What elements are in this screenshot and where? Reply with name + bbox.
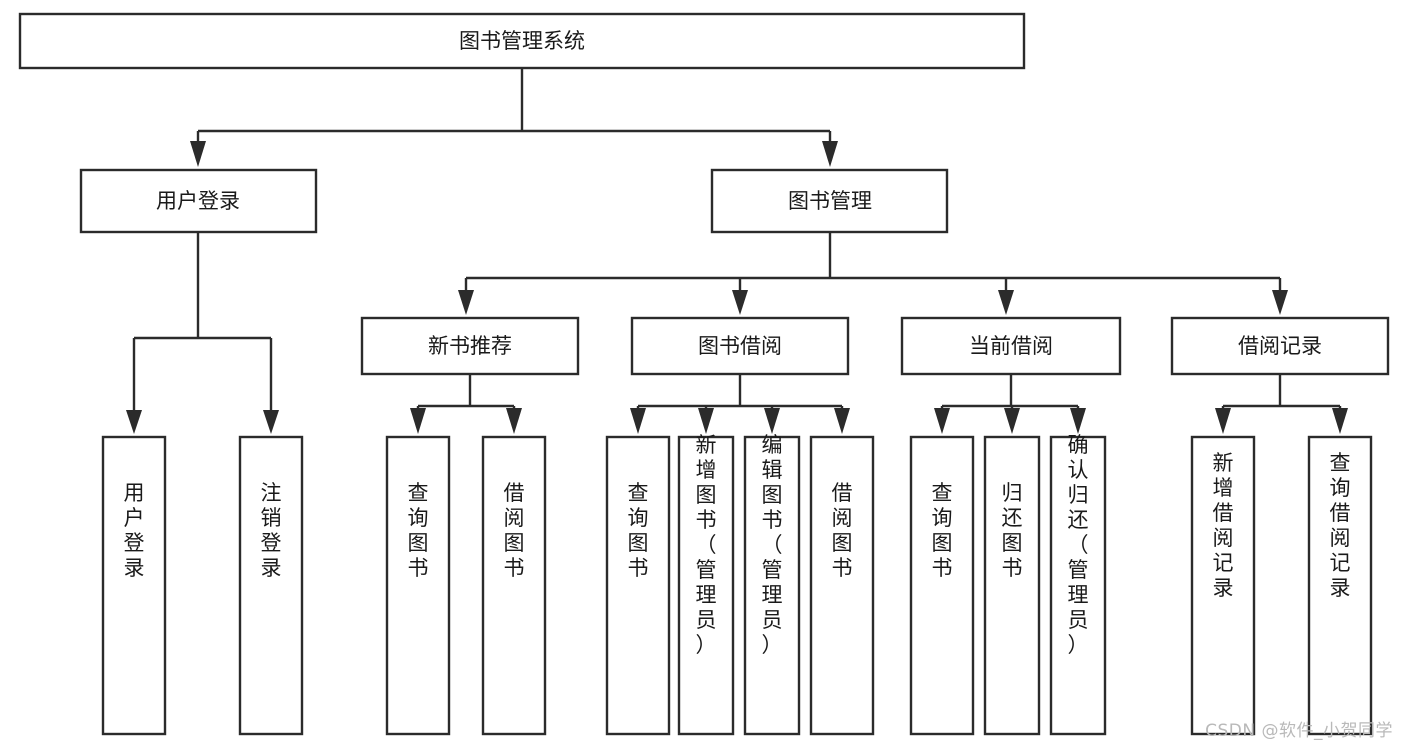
node-leaf-query-book-3[interactable]: 查询图书 [909,435,975,736]
node-leaf-query-book-2-label: 查询图书 [628,481,649,580]
node-leaf-query-record[interactable]: 查询借阅记录 [1307,435,1373,736]
node-leaf-add-record[interactable]: 新增借阅记录 [1190,435,1256,736]
node-book-borrow-label: 图书借阅 [698,334,782,358]
arrowhead-borrowbook1 [506,408,522,434]
node-current-borrow-box[interactable] [900,316,1122,376]
node-leaf-query-book-3-label: 查询图书 [932,481,953,580]
node-book-borrow[interactable]: 图书借阅 [630,316,850,376]
node-borrow-record-label: 借阅记录 [1238,334,1322,358]
node-borrow-record[interactable]: 借阅记录 [1170,316,1390,376]
arrowhead-addbook [698,408,714,434]
node-leaf-user-logout-label: 注销登录 [261,481,282,580]
node-leaf-borrow-book-1[interactable]: 借阅图书 [481,435,547,736]
edges-currentborrow-to-leaves [934,374,1086,434]
node-leaf-query-book-2[interactable]: 查询图书 [605,435,671,736]
arrowhead-querybook3 [934,408,950,434]
node-leaf-edit-book[interactable]: 编辑图书（管理员） [743,433,801,736]
node-user-login[interactable]: 用户登录 [79,168,318,234]
node-leaf-query-book-1-box[interactable] [385,435,451,736]
node-leaf-user-logout-box[interactable] [238,435,304,736]
node-leaf-user-logout[interactable]: 注销登录 [238,435,304,736]
node-leaf-return-book[interactable]: 归还图书 [983,435,1041,736]
node-new-book-rec[interactable]: 新书推荐 [360,316,580,376]
arrowhead-confirmreturn [1070,408,1086,434]
node-leaf-add-record-label: 新增借阅记录 [1213,451,1234,600]
node-new-book-rec-label: 新书推荐 [428,334,512,358]
node-leaf-query-record-box[interactable] [1307,435,1373,736]
arrowhead-querybook2 [630,408,646,434]
node-leaf-add-book[interactable]: 新增图书（管理员） [677,433,735,736]
node-leaf-query-book-1[interactable]: 查询图书 [385,435,451,736]
node-leaf-return-book-box[interactable] [983,435,1041,736]
arrowhead-borrowbook2 [834,408,850,434]
node-user-login-box[interactable] [79,168,318,234]
node-leaf-borrow-book-2-label: 借阅图书 [832,481,853,580]
node-new-book-rec-box[interactable] [360,316,580,376]
arrowhead-addrecord [1215,408,1231,434]
node-leaf-borrow-book-1-label: 借阅图书 [504,481,525,580]
node-leaf-borrow-book-1-box[interactable] [481,435,547,736]
node-root[interactable]: 图书管理系统 [18,12,1026,70]
node-leaf-query-book-1-label: 查询图书 [408,481,429,580]
edges-newbookrec-to-leaves [410,374,522,434]
node-leaf-edit-book-box[interactable] [743,435,801,736]
node-leaf-user-login-label: 用户登录 [124,481,145,580]
node-leaf-edit-book-label: 编辑图书（管理员） [762,433,783,657]
edges-bookmanage-to-level3 [458,232,1288,315]
arrowhead-borrowrecord [1272,290,1288,315]
node-current-borrow[interactable]: 当前借阅 [900,316,1122,376]
arrowhead-returnbook [1004,408,1020,434]
node-leaf-confirm-return-box[interactable] [1049,435,1107,736]
node-leaf-user-login-box[interactable] [101,435,167,736]
arrowhead-newbook [458,290,474,315]
node-root-label: 图书管理系统 [459,29,585,53]
arrowhead-querybook1 [410,408,426,434]
node-current-borrow-label: 当前借阅 [969,334,1053,358]
node-leaf-confirm-return-label: 确认归还（管理员） [1068,433,1089,657]
arrowhead-leaf-userlogin [126,410,142,434]
node-leaf-query-book-2-box[interactable] [605,435,671,736]
node-leaf-add-book-label: 新增图书（管理员） [696,433,717,657]
node-leaf-add-book-box[interactable] [677,435,735,736]
node-leaf-query-record-label: 查询借阅记录 [1330,451,1351,600]
edges-userlogin-to-leaves [126,232,279,434]
arrowhead-bookborrow [732,290,748,315]
arrowhead-queryrecord [1332,408,1348,434]
node-borrow-record-box[interactable] [1170,316,1390,376]
arrowhead-book-manage [822,141,838,167]
arrowhead-user-login [190,141,206,167]
arrowhead-currentborrow [998,290,1014,315]
node-root-box[interactable] [18,12,1026,70]
node-book-manage[interactable]: 图书管理 [710,168,949,234]
node-leaf-return-book-label: 归还图书 [1002,481,1023,580]
edges-borrowrecord-to-leaves [1215,374,1348,434]
node-book-borrow-box[interactable] [630,316,850,376]
node-leaf-query-book-3-box[interactable] [909,435,975,736]
node-leaf-user-login[interactable]: 用户登录 [101,435,167,736]
node-book-manage-box[interactable] [710,168,949,234]
node-user-login-label: 用户登录 [156,189,240,213]
node-book-manage-label: 图书管理 [788,189,872,213]
node-leaf-borrow-book-2-box[interactable] [809,435,875,736]
node-leaf-borrow-book-2[interactable]: 借阅图书 [809,435,875,736]
arrowhead-leaf-userlogout [263,410,279,434]
csdn-watermark: CSDN @软件_小贺同学 [1205,721,1393,741]
node-leaf-add-record-box[interactable] [1190,435,1256,736]
arrowhead-editbook [764,408,780,434]
node-leaf-confirm-return[interactable]: 确认归还（管理员） [1049,433,1107,736]
edges-root-to-level2 [190,68,838,167]
edges-bookborrow-to-leaves [630,374,850,434]
